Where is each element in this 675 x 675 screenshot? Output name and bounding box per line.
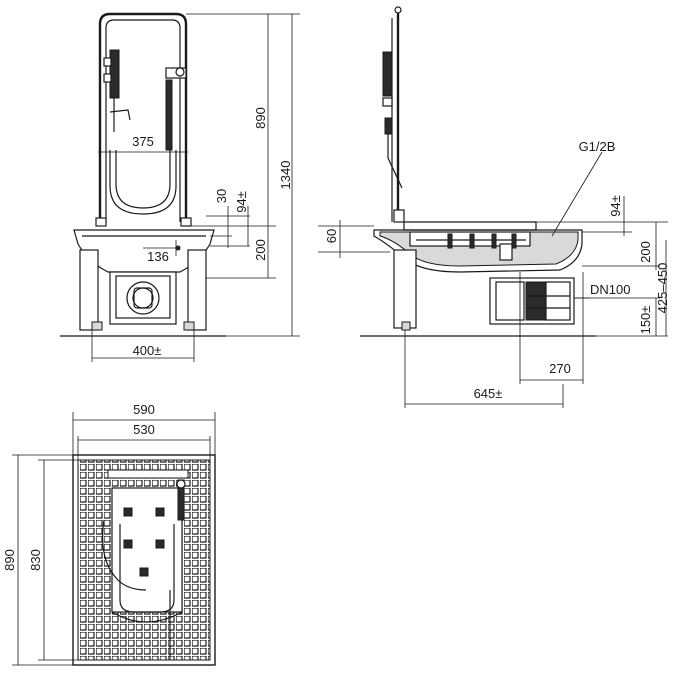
- dim-400: 400±: [133, 343, 162, 358]
- dim-60: 60: [324, 229, 339, 243]
- shower-frame-inner: [105, 19, 181, 222]
- dim-30: 30: [214, 189, 229, 203]
- dim-136: 136: [147, 249, 169, 264]
- drain-box: [109, 271, 177, 325]
- dim-200-front: 200: [253, 239, 268, 261]
- dim-94-side: 94±: [608, 195, 623, 217]
- dim-150: 150±: [638, 306, 653, 335]
- label-dn100: DN100: [590, 282, 630, 297]
- dim-200-side: 200: [638, 241, 653, 263]
- dim-270: 270: [549, 361, 571, 376]
- plan-seat-frame: [111, 487, 183, 613]
- right-leg: [187, 249, 207, 331]
- label-g12b: G1/2B: [579, 139, 616, 154]
- dim-530: 530: [133, 422, 155, 437]
- left-leg: [79, 249, 99, 331]
- plan-view: 590 530 890 830: [2, 402, 216, 666]
- front-view: 375 136 400± 890 1340 30 94± 200: [60, 12, 300, 362]
- shower-frame: [98, 12, 188, 222]
- dim-590: 590: [133, 402, 155, 417]
- dim-94-front: 94±: [234, 191, 249, 213]
- u-tube: [109, 150, 177, 215]
- dim-645: 645±: [474, 386, 503, 401]
- dim-890-plan: 890: [2, 549, 17, 571]
- side-hand-shower-icon: [382, 51, 393, 97]
- dim-1340: 1340: [278, 161, 293, 190]
- dim-375: 375: [132, 134, 154, 149]
- side-view: G1/2B DN100 60 94± 200 425–450 150± 270 …: [318, 6, 670, 408]
- dim-890-front: 890: [253, 107, 268, 129]
- dim-830: 830: [28, 549, 43, 571]
- side-leg: [393, 249, 417, 329]
- dim-425-450: 425–450: [655, 263, 670, 314]
